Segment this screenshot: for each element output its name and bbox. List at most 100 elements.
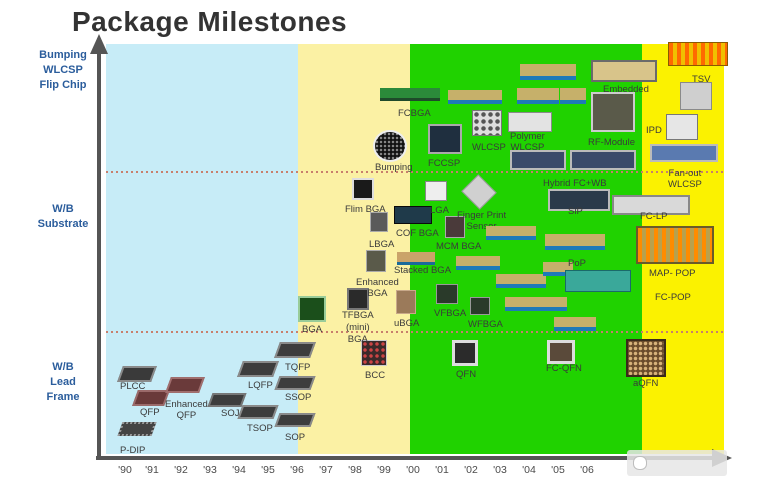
stacked-package-icon (565, 270, 631, 292)
flim-bga-chip-icon (352, 178, 374, 200)
package-label-line: WLCSP (510, 142, 545, 153)
stacked-package-icon (505, 297, 567, 311)
package-label: SiP (568, 206, 583, 217)
tsv-stack-icon (668, 42, 728, 66)
embedded-package-icon (591, 60, 657, 82)
aqfn-chip-icon (626, 339, 666, 377)
package-label: Enhanced QFP (165, 399, 208, 421)
package-label: Enhanced BGA (356, 277, 399, 299)
year-tick: '94 (232, 464, 246, 476)
package-label: VFBGA (434, 308, 467, 319)
tqfp-chip-icon (274, 342, 316, 358)
package-label: Polymer WLCSP (510, 131, 545, 153)
tier-label-line: Bumping (39, 49, 87, 61)
package-label: PLCC (120, 381, 146, 392)
package-label: TSOP (247, 423, 273, 434)
package-label: P-DIP (120, 445, 146, 456)
package-label: LGA (430, 205, 450, 216)
package-label: uBGA (394, 318, 420, 329)
bga-chip-icon (298, 296, 326, 322)
map-pop-stack-icon (636, 226, 714, 264)
package-label: FCCSP (428, 158, 461, 169)
stacked-package-icon (545, 234, 605, 250)
mcm-bga-chip-icon (445, 216, 465, 238)
stacked-package-icon (448, 90, 502, 104)
package-label: Embedded (603, 84, 649, 95)
package-label: LBGA (369, 239, 395, 250)
year-tick: '96 (290, 464, 304, 476)
stacked-package-icon (486, 226, 536, 240)
package-label: aQFN (633, 378, 659, 389)
hybrid-fc-wb-icon (570, 150, 636, 170)
year-tick: '04 (522, 464, 536, 476)
package-label-line: (mini) (345, 322, 370, 333)
stacked-package-icon (520, 64, 576, 80)
tier-label-line: Flip Chip (39, 79, 87, 91)
wfbga-chip-icon (470, 297, 490, 315)
chat-bubble-icon (633, 456, 647, 470)
package-label-line: Sensor (466, 221, 497, 232)
package-label: Stacked BGA (394, 265, 452, 276)
package-label: MAP- POP (649, 268, 696, 279)
year-tick: '93 (203, 464, 217, 476)
polymer-wlcsp-icon (508, 112, 552, 132)
tier-label-line: Substrate (37, 218, 89, 230)
fan-out-wlcsp-icon (650, 144, 718, 162)
package-label: SOP (285, 432, 306, 443)
page-title: Package Milestones (72, 6, 348, 37)
tsv-die-icon (680, 82, 712, 110)
package-label: BGA (302, 324, 323, 335)
rf-module-icon (591, 92, 635, 132)
year-tick: '91 (145, 464, 159, 476)
enhanced-bga-chip-icon (366, 250, 386, 272)
package-label: Finger Print Sensor (457, 210, 506, 232)
bumping-wafer-icon (373, 130, 407, 162)
year-tick: '00 (406, 464, 420, 476)
cof-bga-chip-icon (394, 206, 432, 224)
wlcsp-chip-icon (472, 110, 502, 136)
year-tick: '95 (261, 464, 275, 476)
tier-label-bumping: Bumping WLCSP Flip Chip (20, 48, 106, 93)
lbga-chip-icon (370, 212, 388, 232)
tsop-chip-icon (237, 405, 279, 419)
package-label-line: BGA (347, 334, 368, 345)
lqfp-chip-icon (237, 361, 279, 377)
year-tick: '06 (580, 464, 594, 476)
package-label-line: Enhanced (356, 277, 399, 288)
package-label: Flim BGA (345, 204, 386, 215)
tier-label-line: WLCSP (43, 64, 83, 76)
hybrid-fc-wb-icon (510, 150, 566, 170)
package-label-line: Polymer (510, 131, 545, 142)
fccsp-chip-icon (428, 124, 462, 154)
year-tick: '05 (551, 464, 565, 476)
package-label: QFN (456, 369, 477, 380)
package-label: WFBGA (468, 319, 503, 330)
soj-chip-icon (207, 393, 247, 407)
ipd-die-icon (666, 114, 698, 140)
package-label: FC-LP (640, 211, 668, 222)
y-axis-arrow-icon (90, 34, 108, 54)
fc-lp-package-icon (612, 195, 690, 215)
package-label-line: Enhanced (165, 399, 208, 410)
sop-chip-icon (274, 413, 316, 427)
tier-label-substrate: W/B Substrate (20, 202, 106, 232)
package-label: TSV (692, 74, 711, 85)
lga-chip-icon (425, 181, 447, 201)
qfn-chip-icon (452, 340, 478, 366)
ssop-chip-icon (274, 376, 316, 390)
package-label: QFP (140, 407, 160, 418)
package-label: TFBGA (mini) BGA (342, 310, 374, 346)
tier-label-line: W/B (52, 203, 74, 215)
package-label: IPD (646, 125, 662, 136)
package-label: WLCSP (472, 142, 506, 153)
package-label: FC-POP (655, 292, 691, 303)
package-label: Fan-out WLCSP (668, 168, 702, 190)
year-tick: '99 (377, 464, 391, 476)
hybrid-fc-wb-icon (548, 189, 610, 211)
year-tick: '01 (435, 464, 449, 476)
package-label: Hybrid FC+WB (543, 178, 607, 189)
package-label: FCBGA (398, 108, 431, 119)
package-label: RF-Module (588, 137, 635, 148)
package-label: SSOP (285, 392, 312, 403)
package-label: MCM BGA (436, 241, 482, 252)
